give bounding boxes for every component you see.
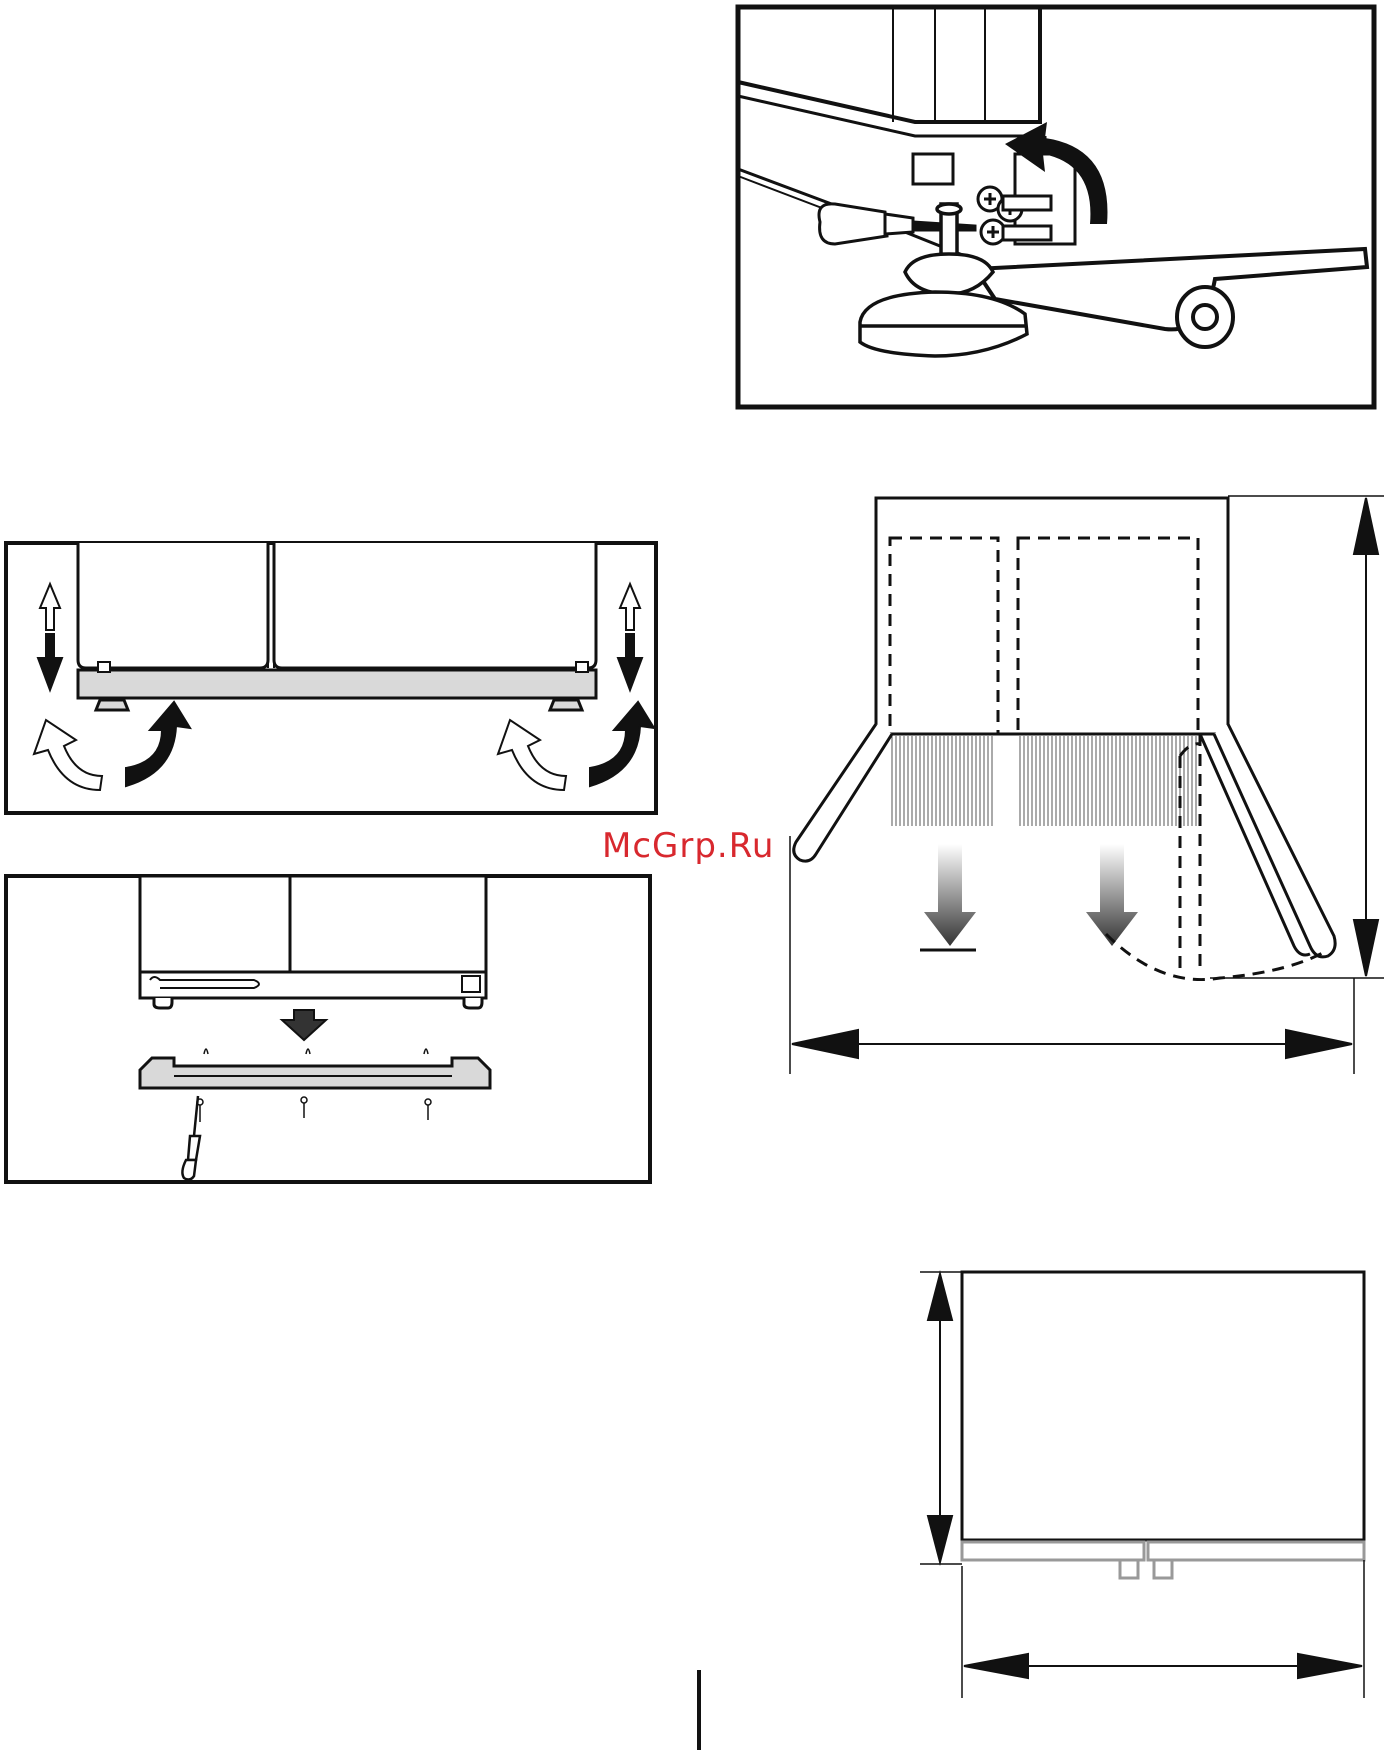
drawer-pull-arrow-icon	[920, 844, 1138, 950]
leveling-front-figure	[4, 540, 660, 818]
page-divider	[697, 1670, 701, 1750]
door-clearance-figure	[780, 488, 1392, 1078]
plinth-install-figure	[4, 874, 656, 1186]
foot-adjust-detail-figure	[735, 4, 1377, 410]
cabinet-dimensions-figure	[912, 1268, 1374, 1708]
wheel-icon	[1177, 287, 1233, 347]
watermark: McGrp.Ru	[602, 826, 774, 866]
